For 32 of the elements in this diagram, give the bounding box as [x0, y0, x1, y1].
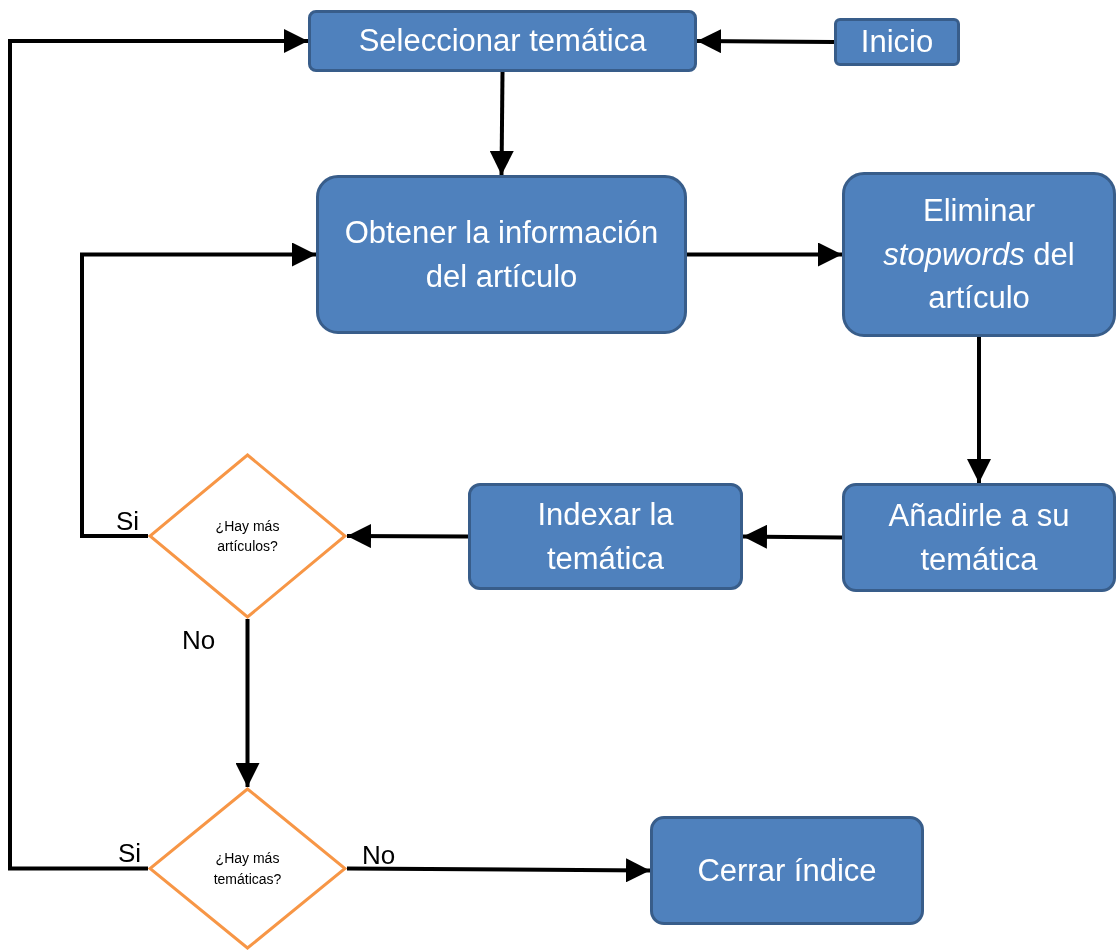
- arrow: [697, 29, 834, 54]
- process-box: [834, 18, 960, 66]
- arrow: [8, 29, 308, 871]
- edge-label: Si: [116, 508, 140, 534]
- arrow: [489, 71, 514, 176]
- edge-label: Si: [118, 840, 142, 866]
- process-box: [650, 816, 924, 925]
- decision-diamond: [148, 787, 347, 950]
- process-box: [842, 483, 1116, 592]
- edge-label: No: [362, 842, 396, 868]
- process-text: Cerrar índice: [697, 851, 877, 890]
- arrow: [80, 242, 316, 538]
- decision-text: ¿Hay más artículos?: [214, 516, 281, 556]
- process-box: [308, 10, 697, 72]
- decision-text: ¿Hay más temáticas?: [212, 849, 283, 889]
- process-box: [842, 172, 1116, 337]
- process-text: Seleccionar temática: [358, 22, 647, 61]
- arrow: [687, 242, 842, 267]
- process-box: [468, 483, 743, 590]
- arrow: [967, 337, 991, 483]
- process-box: [316, 175, 687, 334]
- process-text: Indexar la temática: [536, 496, 675, 578]
- process-text: Eliminar stopwords del artículo: [882, 192, 1076, 318]
- arrow: [347, 858, 650, 883]
- process-text: Añadirle a su temática: [887, 497, 1071, 579]
- arrow: [742, 524, 843, 549]
- process-text: Inicio: [860, 23, 934, 62]
- decision-diamond: [148, 453, 347, 619]
- edge-label: No: [182, 627, 216, 653]
- process-text: Obtener la información del artículo: [343, 214, 660, 296]
- arrow: [235, 619, 260, 787]
- arrow: [347, 524, 468, 549]
